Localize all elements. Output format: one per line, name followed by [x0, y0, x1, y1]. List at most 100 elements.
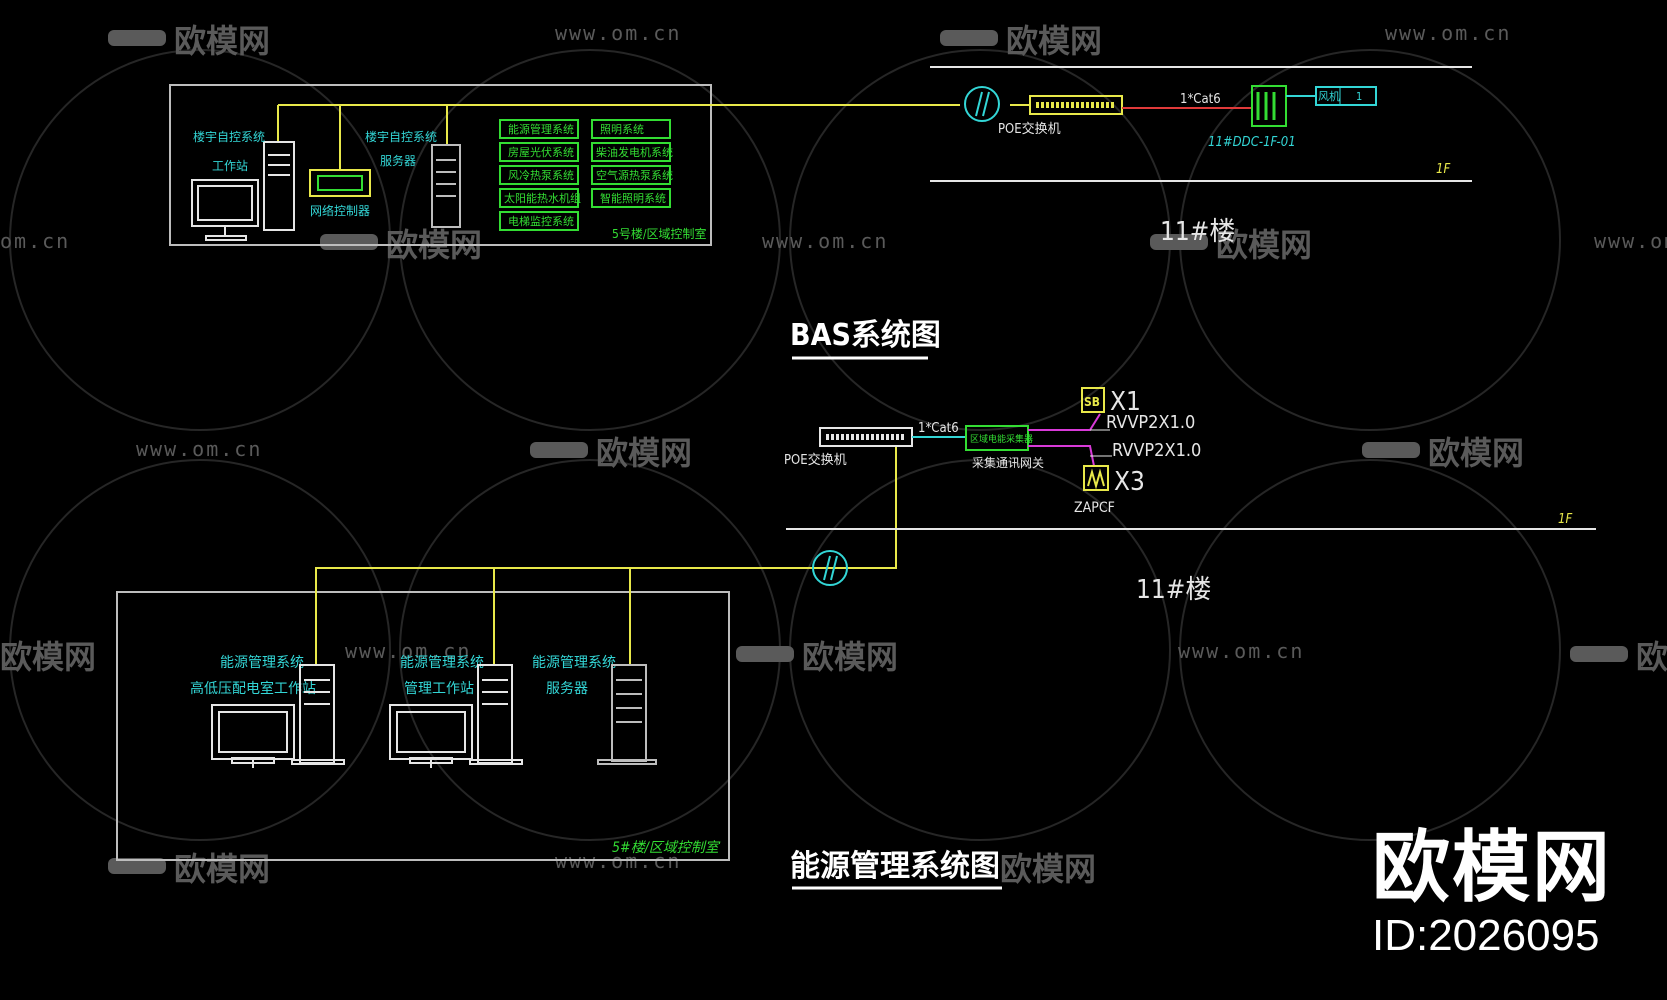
network-controller-icon — [309, 169, 371, 197]
sofa-icon — [108, 30, 166, 46]
network-controller-label: 网络控制器 — [310, 203, 370, 218]
ems-station1-icon — [211, 664, 345, 768]
bas-control-room-frame — [169, 84, 712, 246]
ems-switch-label: POE交换机 — [784, 452, 847, 468]
svg-text:欧模网: 欧模网 — [1428, 434, 1524, 472]
svg-text:www.om.cn: www.om.cn — [136, 437, 262, 461]
device3-tag: X3 — [1114, 467, 1145, 497]
collector-gateway-icon: 区域电能采集器 — [965, 425, 1033, 451]
poe-switch-icon — [819, 427, 913, 447]
subsystem-label: 照明系统 — [600, 123, 644, 136]
ems-station1-label: 能源管理系统 — [220, 655, 304, 671]
ems-cable-label: 1*Cat6 — [918, 421, 959, 436]
svg-text:欧模网: 欧模网 — [174, 22, 270, 60]
sofa-icon — [940, 30, 998, 46]
watermark-logo: 欧模网 — [736, 638, 898, 676]
bas-floor-label: 1F — [1436, 162, 1450, 177]
brand-id: ID:2026095 — [1371, 911, 1600, 960]
watermark-logo: 欧模网 — [0, 638, 96, 676]
sofa-icon — [1362, 442, 1420, 458]
subsystem-label: 智能照明系统 — [600, 191, 666, 205]
ems-network-bus — [315, 446, 897, 665]
device3-label: ZAPCF — [1074, 500, 1115, 516]
watermark-arcs — [9, 49, 1561, 841]
fan-point-box: 风机 1 — [1315, 86, 1377, 106]
device-sb-icon: SB — [1081, 387, 1105, 413]
bas-subsystem-list-right: 照明系统 柴油发电机系统 空气源热泵系统 智能照明系统 — [591, 119, 673, 208]
collector-label: 采集通讯网关 — [972, 455, 1044, 470]
bas-diagram-title: BAS系统图 — [790, 318, 941, 353]
ems-station2-label: 管理工作站 — [404, 681, 474, 697]
cable-break-icon — [964, 86, 1000, 122]
bas-building-label: 11#楼 — [1160, 217, 1235, 247]
watermark-logo: 欧模网 — [108, 22, 270, 60]
bas-workstation-label: 工作站 — [212, 159, 248, 173]
svg-text:www.om.cn: www.om.cn — [762, 229, 888, 253]
svg-text:欧模网: 欧模网 — [1006, 22, 1102, 60]
bas-workstation-icon — [191, 141, 295, 241]
ems-station1-label: 高低压配电室工作站 — [190, 680, 316, 697]
subsystem-label: 太阳能热水机组 — [504, 191, 581, 205]
brand-name: 欧模网 — [1371, 823, 1612, 911]
collector-inner-label: 区域电能采集器 — [970, 433, 1033, 445]
svg-text:欧模网: 欧模网 — [596, 434, 692, 472]
svg-text:www.om.cn: www.om.cn — [555, 21, 681, 45]
fan-label: 风机 — [1318, 89, 1340, 103]
watermark-logo: 欧模网 — [1362, 434, 1524, 472]
bas-system-diagram: 楼宇自控系统 工作站 网络控制器 楼宇自控系统 服务器 能源管理系统 房屋光伏系… — [169, 66, 1472, 360]
ems-building-label: 11#楼 — [1136, 575, 1211, 605]
watermark-logo: 欧模网 — [108, 850, 270, 888]
bas-cable-label: 1*Cat6 — [1180, 92, 1221, 107]
subsystem-label: 风冷热泵系统 — [508, 169, 574, 182]
cable-break-icon — [812, 550, 848, 586]
svg-text:欧模网: 欧模网 — [1000, 850, 1096, 888]
ems-field-link-1 — [1028, 413, 1101, 431]
watermark-logos: 欧模网 欧模网 欧模网 欧模网 欧模网 欧模网 欧模网 欧模网 欧模网 欧模网 … — [0, 22, 1667, 888]
watermark-logo: 欧模网 — [940, 22, 1102, 60]
ems-station2-label: 能源管理系统 — [400, 655, 484, 671]
svg-text:www.om.cn: www.om.cn — [1385, 21, 1511, 45]
cable1-label: RVVP2X1.0 — [1106, 412, 1195, 433]
fan-count: 1 — [1356, 90, 1362, 103]
watermark-logo: 欧模网 — [530, 434, 692, 472]
sofa-icon — [530, 442, 588, 458]
ems-control-room-frame — [116, 591, 730, 861]
ems-station2-icon — [389, 664, 523, 768]
sofa-icon — [1570, 646, 1628, 662]
ems-floor-label: 1F — [1558, 512, 1572, 527]
brand-badge: 欧模网 ID:2026095 — [1372, 828, 1612, 960]
bas-server-label: 服务器 — [380, 153, 416, 168]
ems-server-label: 能源管理系统 — [532, 655, 616, 671]
ems-room-label: 5#楼/区域控制室 — [612, 840, 721, 856]
subsystem-label: 房屋光伏系统 — [508, 145, 574, 159]
watermark-logo: 欧模网 — [1000, 850, 1096, 888]
bas-switch-label: POE交换机 — [998, 121, 1061, 137]
svg-text:欧模网: 欧模网 — [1216, 226, 1312, 264]
watermark-logo: 欧模网 — [1150, 226, 1312, 264]
svg-text:欧模网: 欧模网 — [0, 638, 96, 676]
ems-diagram-title: 能源管理系统图 — [790, 849, 1000, 884]
bas-server-icon — [431, 144, 461, 228]
device-zapcf-icon — [1083, 465, 1109, 491]
bas-room-label: 5号楼/区域控制室 — [612, 226, 707, 241]
cable2-label: RVVP2X1.0 — [1112, 440, 1201, 461]
sofa-icon — [736, 646, 794, 662]
subsystem-label: 电梯监控系统 — [508, 214, 574, 228]
svg-text:www.om.cn: www.om.cn — [1594, 229, 1667, 253]
svg-text:欧模网: 欧模网 — [174, 850, 270, 888]
ems-field-link-2 — [1028, 445, 1095, 467]
svg-text:欧模网: 欧模网 — [802, 638, 898, 676]
ddc-label: 11#DDC-1F-01 — [1208, 135, 1296, 150]
bas-workstation-label: 楼宇自控系统 — [193, 129, 265, 144]
ems-server-label: 服务器 — [546, 681, 588, 697]
poe-switch-icon — [1029, 95, 1123, 115]
svg-text:欧模网: 欧模网 — [1636, 638, 1667, 676]
subsystem-label: 柴油发电机系统 — [596, 145, 673, 159]
watermark-logo: 欧模网 — [1570, 638, 1667, 676]
subsystem-label: 能源管理系统 — [508, 122, 574, 136]
svg-text:om.cn: om.cn — [0, 229, 70, 253]
ems-system-diagram: 能源管理系统 高低压配电室工作站 能源管理系统 管理工作站 能源管理系统 服务器 — [116, 387, 1596, 890]
bas-server-label: 楼宇自控系统 — [365, 129, 437, 144]
ems-server-icon — [597, 664, 657, 765]
